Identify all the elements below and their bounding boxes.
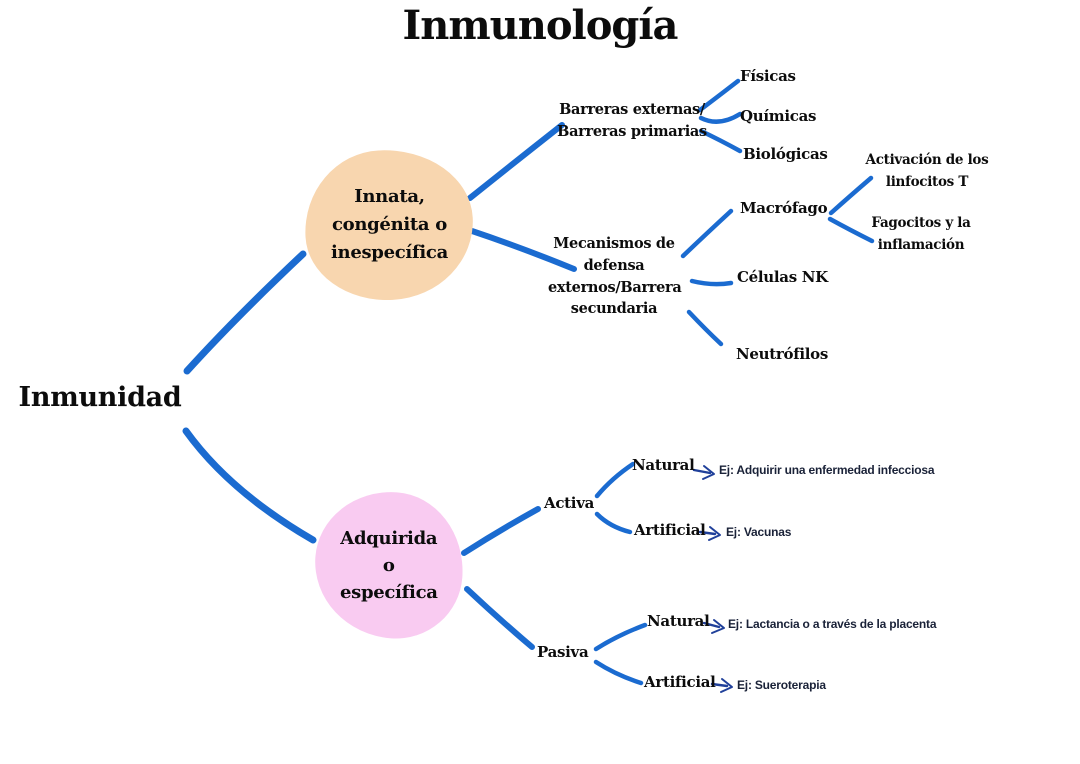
node-adquirida-label: Adquirida o específica [340, 527, 438, 603]
node-activa: Activa [544, 494, 595, 512]
example-activa-natural: Ej: Adquirir una enfermedad infecciosa [719, 463, 935, 477]
node-neutrofilos: Neutrófilos [736, 345, 828, 363]
page-title: Inmunología [402, 2, 679, 49]
connector-activa-to-natural [594, 461, 636, 499]
node-fagocitos-inflamacion: Fagocitos y la inflamación [871, 215, 971, 253]
node-adquirida-blob: Adquirida o específica [310, 487, 468, 643]
connector-innate-to-barriers [467, 122, 565, 201]
connector-acquired-to-pasiva [464, 586, 535, 650]
connector-pasiva-to-natural [593, 622, 648, 652]
connector-acquired-to-activa [461, 506, 541, 556]
connector-root-to-acquired [182, 427, 317, 544]
connector-root-to-innate [183, 250, 307, 375]
node-barreras-externas: Barreras externas/ Barreras primarias [557, 101, 707, 140]
example-arrow-activa-natural [692, 465, 715, 480]
node-activacion-linfocitos-t: Activación de los linfocitos T [865, 152, 989, 190]
node-activa-natural: Natural [632, 456, 695, 474]
connector-mechanisms-to-neutrofilos [686, 309, 724, 347]
node-pasiva: Pasiva [537, 643, 589, 661]
node-macrofago: Macrófago [740, 199, 828, 217]
connector-mechanisms-to-macrofago [680, 208, 734, 259]
connector-activa-to-artificial [594, 511, 633, 535]
example-pasiva-artificial: Ej: Sueroterapia [737, 678, 826, 692]
connector-mechanisms-to-nk [689, 278, 734, 287]
node-innata-label: Innata, congénita o inespecífica [330, 186, 448, 263]
node-quimicas: Químicas [740, 107, 817, 125]
node-pasiva-artificial: Artificial [644, 673, 716, 691]
node-inmunidad: Inmunidad [18, 382, 182, 413]
connector-pasiva-to-artificial [593, 659, 644, 686]
example-activa-artificial: Ej: Vacunas [726, 525, 792, 539]
node-fisicas: Físicas [740, 67, 796, 85]
node-biologicas: Biológicas [743, 145, 828, 163]
node-celulas-nk: Células NK [737, 268, 828, 286]
node-pasiva-natural: Natural [647, 612, 710, 630]
node-activa-artificial: Artificial [634, 521, 706, 539]
example-pasiva-natural: Ej: Lactancia o a través de la placenta [728, 617, 937, 631]
node-innata-blob: Innata, congénita o inespecífica [301, 145, 477, 305]
node-mecanismos-defensa: Mecanismos de defensa externos/Barrera s… [548, 235, 682, 318]
